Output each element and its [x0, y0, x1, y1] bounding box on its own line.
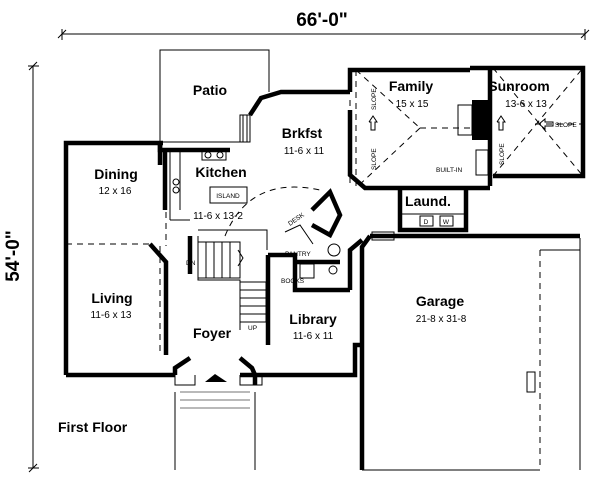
sunroom-label: Sunroom: [488, 78, 549, 94]
garage-size: 21-8 x 31-8: [416, 314, 467, 325]
interior-walls: [66, 69, 489, 470]
up-label: UP: [248, 325, 257, 332]
living-size: 11-6 x 13: [91, 310, 132, 321]
garage-walls: [359, 233, 581, 471]
family-size: 15 x 15: [396, 99, 429, 110]
library-label: Library: [289, 311, 337, 327]
slope-label-sunroom-bottom: SLOPE: [499, 143, 506, 165]
washer-label: W: [443, 219, 450, 226]
patio-outline: [159, 49, 270, 143]
island-label: ISLAND: [216, 193, 240, 200]
dining-size: 12 x 16: [99, 186, 132, 197]
kitchen-size: 11-6 x 13-2: [193, 211, 243, 222]
foyer-stairs: [197, 241, 267, 323]
dining-label: Dining: [94, 166, 138, 182]
sunroom-walls: [470, 65, 586, 179]
depth-dimension: 54'-0": [3, 230, 24, 282]
built-in-label: BUILT-IN: [436, 167, 463, 174]
slope-arrows: SLOPE SLOPE SLOPE SLOPE: [368, 88, 577, 170]
sunroom-size: 13-6 x 13: [505, 99, 547, 110]
dn-label: DN: [186, 260, 196, 267]
kitchen-island: ISLAND: [209, 186, 248, 204]
slope-label-family-bottom: SLOPE: [371, 148, 378, 170]
width-dimension-line: [57, 29, 590, 40]
kitchen-label: Kitchen: [195, 164, 246, 180]
slope-label-sunroom-right: SLOPE: [555, 122, 577, 129]
floor-label: First Floor: [58, 419, 128, 435]
laund-label: Laund.: [405, 193, 451, 209]
garage-label: Garage: [416, 293, 464, 309]
slope-label-family-top: SLOPE: [371, 88, 378, 110]
pantry-label: PANTRY: [285, 251, 311, 258]
dryer-label: D: [424, 219, 429, 226]
brkfst-label: Brkfst: [282, 125, 323, 141]
family-label: Family: [389, 78, 434, 94]
living-label: Living: [91, 290, 132, 306]
desk-label: DESK: [287, 211, 306, 227]
exterior-walls: [63, 67, 493, 378]
patio-label: Patio: [193, 82, 227, 98]
depth-dimension-line: [28, 61, 39, 473]
brkfst-size: 11-6 x 11: [284, 146, 325, 157]
library-size: 11-6 x 11: [293, 331, 334, 342]
books-label: BOOKS: [281, 278, 305, 285]
width-dimension: 66'-0": [296, 10, 348, 31]
foyer-label: Foyer: [193, 325, 232, 341]
